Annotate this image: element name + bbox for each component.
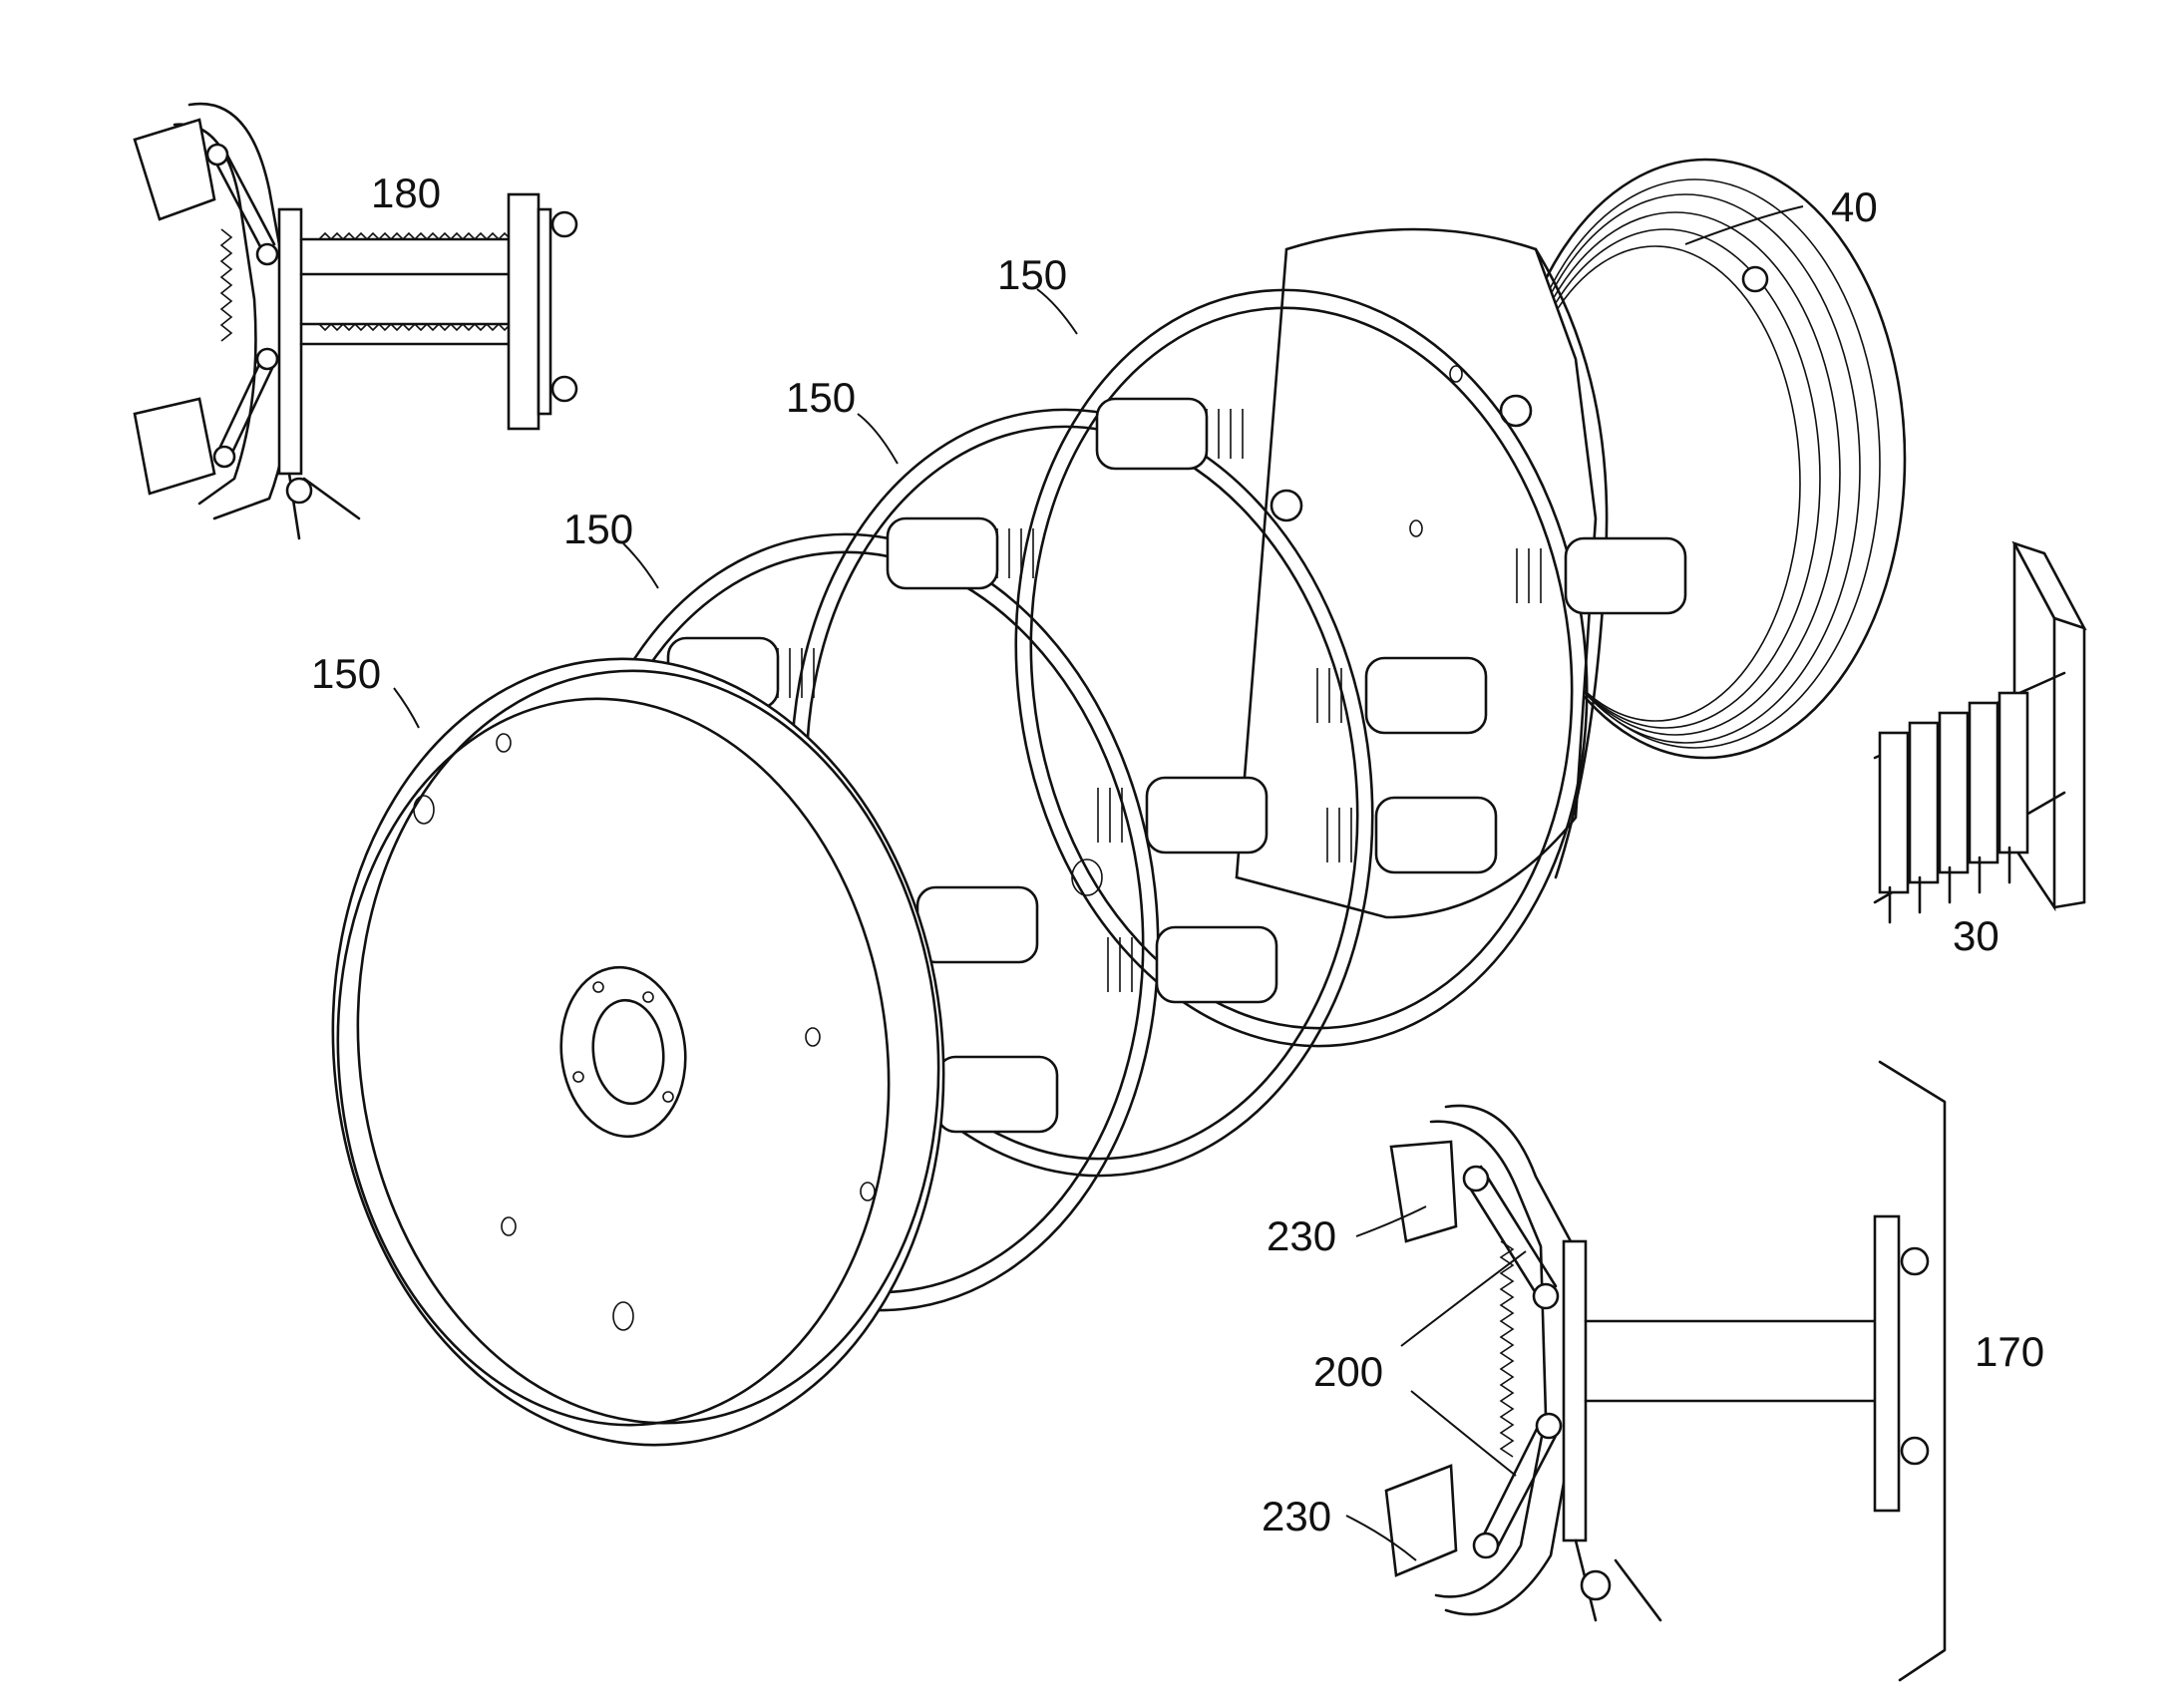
label-150-front: 150	[311, 650, 381, 697]
label-200: 200	[1313, 1348, 1383, 1395]
label-40: 40	[1831, 183, 1878, 230]
brush-assembly-170	[1384, 1060, 1947, 1682]
label-230-lower: 230	[1262, 1493, 1331, 1539]
label-150-second: 150	[786, 374, 856, 421]
label-150-top: 150	[997, 251, 1067, 298]
label-30: 30	[1953, 912, 1999, 959]
rings-150	[331, 288, 1687, 1447]
leader-lines	[393, 205, 1804, 1561]
label-230-upper: 230	[1267, 1212, 1336, 1259]
terminal-block-30	[1873, 540, 2087, 924]
brush-assembly-180	[133, 102, 578, 540]
label-150-third: 150	[563, 506, 633, 552]
insulator-bellows	[666, 397, 1687, 1134]
label-180: 180	[371, 170, 441, 216]
reference-labels: 180 40 150 150 150 150 30 230 200 170 23…	[311, 170, 2044, 1539]
drum-body	[1235, 158, 1907, 919]
label-170: 170	[1975, 1328, 2044, 1375]
